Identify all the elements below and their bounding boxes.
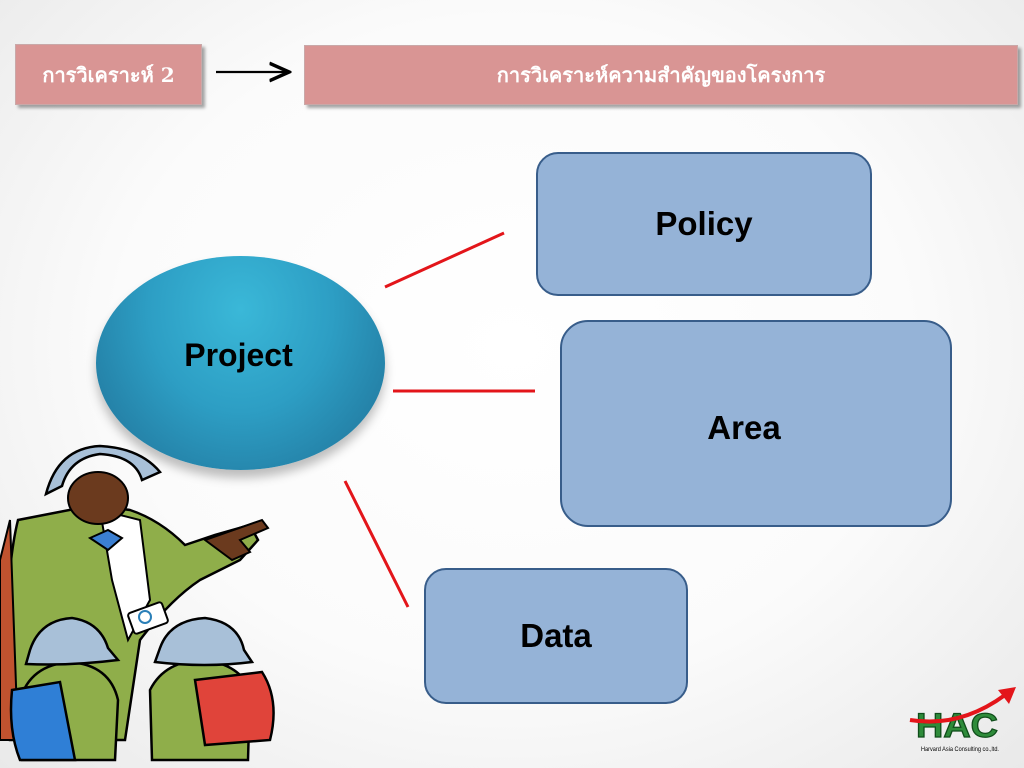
logo-arrow-icon (909, 693, 1007, 724)
data-label: Data (520, 617, 592, 654)
area-label: Area (707, 408, 781, 446)
connector-policy (384, 231, 505, 289)
project-ellipse: Project (96, 256, 385, 470)
area-box: Area (560, 320, 952, 527)
slide-title: การวิเคราะห์ความสำคัญของโครงการ (304, 45, 1018, 105)
section-label: การวิเคราะห์ 2 (15, 44, 202, 105)
slide-title-text: การวิเคราะห์ความสำคัญของโครงการ (496, 63, 826, 87)
project-label: Project (184, 336, 293, 373)
data-box: Data (424, 568, 688, 704)
logo-subtitle: Harvard Asia Consulting co.,ltd. (921, 747, 999, 753)
section-label-text: การวิเคราะห์ 2 (42, 62, 175, 87)
connector-data (343, 480, 410, 608)
policy-label: Policy (655, 205, 753, 242)
logo-text: HAC (916, 707, 998, 745)
policy-box: Policy (536, 152, 872, 296)
